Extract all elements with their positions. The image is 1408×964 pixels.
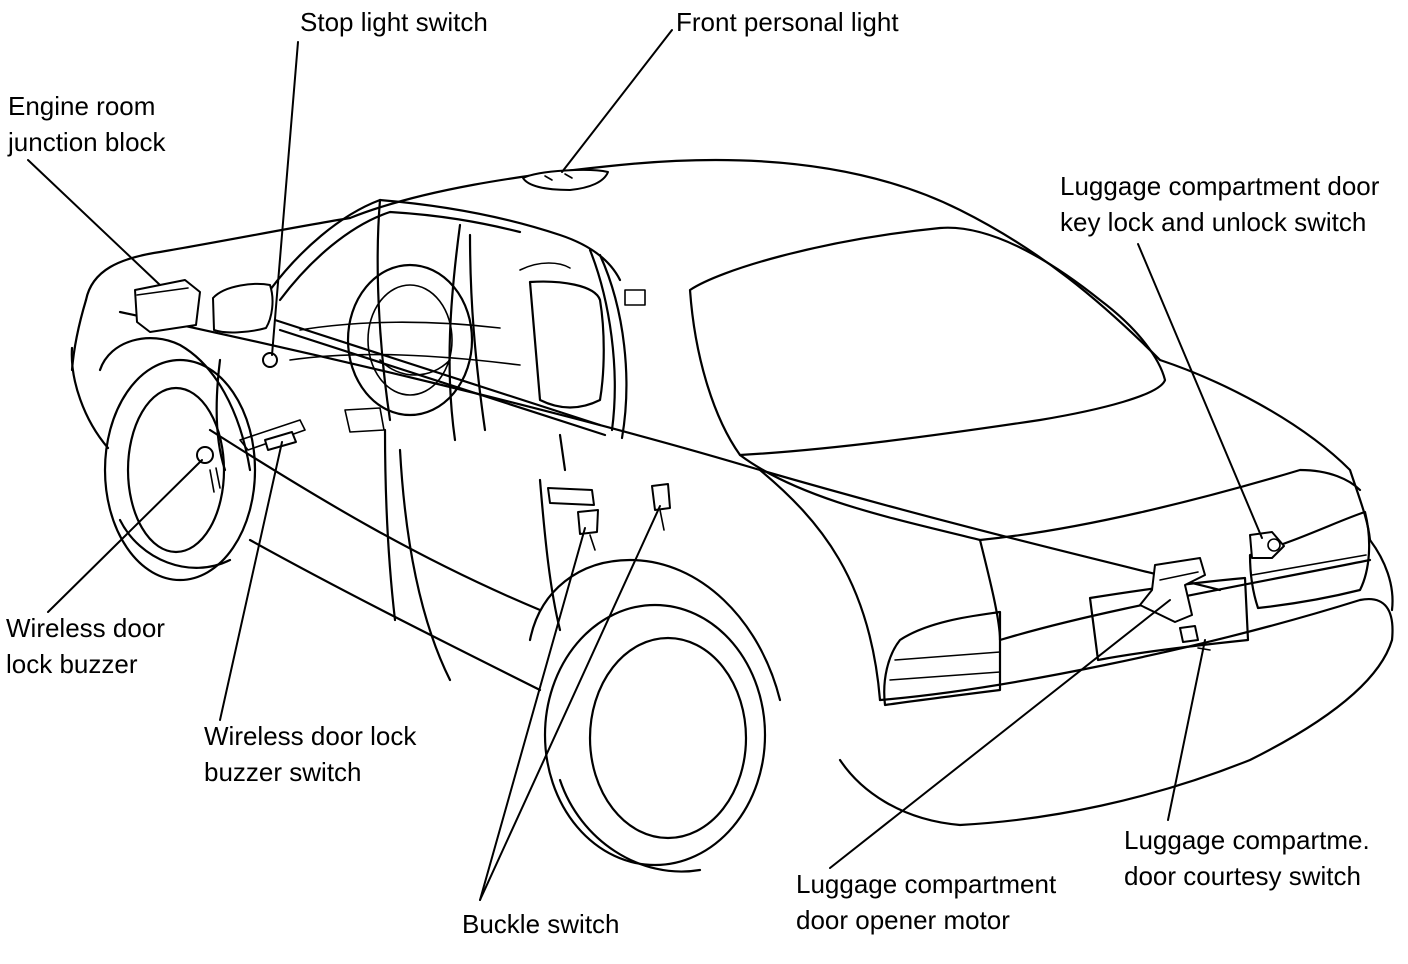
courtesy-switch-icon xyxy=(1179,625,1199,643)
label-courtesy-switch-1: Luggage compartme. xyxy=(1124,825,1370,855)
label-wireless-buzzer-1: Wireless door xyxy=(6,613,165,643)
key-lock-switch-icon xyxy=(1249,531,1285,559)
label-engine-room-2: junction block xyxy=(8,127,166,157)
leader-lines xyxy=(27,29,1263,901)
car-body xyxy=(70,158,1394,873)
buckle-switch-icon xyxy=(577,509,599,535)
label-buzzer-switch-1: Wireless door lock xyxy=(204,721,417,751)
buckle-switch-icon-2 xyxy=(651,483,671,511)
car-cabin xyxy=(215,198,646,682)
wireless-buzzer-icon xyxy=(196,446,214,464)
label-front-personal-light: Front personal light xyxy=(676,7,899,37)
label-wireless-buzzer-2: lock buzzer xyxy=(6,649,138,679)
label-opener-motor-2: door opener motor xyxy=(796,905,1010,935)
label-courtesy-switch-2: door courtesy switch xyxy=(1124,861,1361,891)
personal-light-icon xyxy=(522,169,609,191)
label-key-lock-1: Luggage compartment door xyxy=(1060,171,1380,201)
stop-light-switch-icon xyxy=(262,352,278,368)
label-opener-motor-1: Luggage compartment xyxy=(796,869,1057,899)
components xyxy=(134,169,1285,651)
side-mirror-icon xyxy=(212,282,274,334)
label-stop-light-switch: Stop light switch xyxy=(300,7,488,37)
label-buzzer-switch-2: buzzer switch xyxy=(204,757,362,787)
label-buckle-switch: Buckle switch xyxy=(462,909,620,939)
junction-block-icon xyxy=(134,279,201,333)
label-key-lock-2: key lock and unlock switch xyxy=(1060,207,1367,237)
buzzer-switch-icon xyxy=(264,431,297,451)
label-engine-room-1: Engine room xyxy=(8,91,156,121)
